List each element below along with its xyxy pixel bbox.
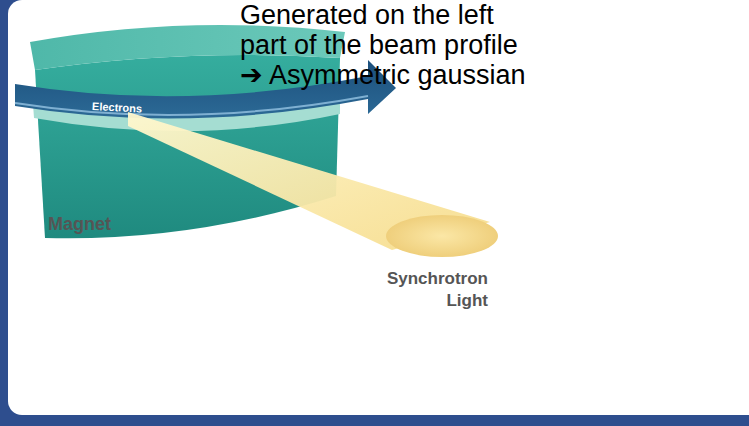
beam-label: Electrons: [92, 100, 143, 116]
light-spot: [386, 215, 498, 257]
part-label: Magnet: [48, 213, 111, 235]
annotation-text: ➔ Asymmetric gaussian: [240, 60, 526, 90]
light-label: Synchrotron Light: [376, 268, 488, 312]
annotation-text: Generated on the left part of the beam p…: [240, 0, 532, 60]
beam-highlight: [15, 96, 368, 115]
